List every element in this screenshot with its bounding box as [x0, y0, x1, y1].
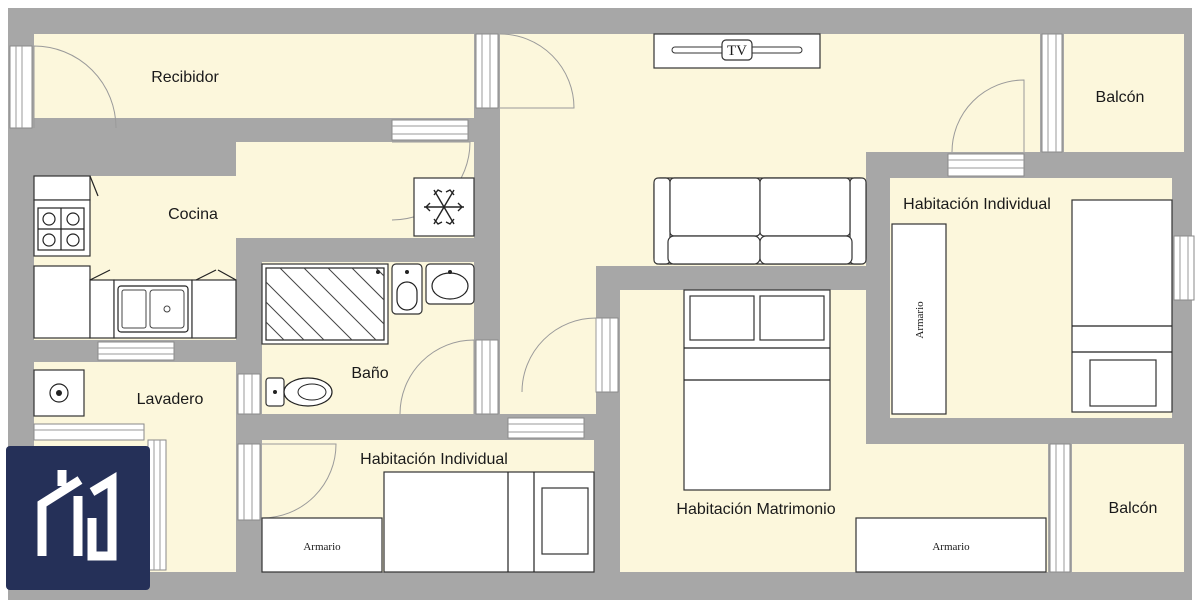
wardrobe-bottom-left: Armario: [261, 517, 383, 573]
wardrobe-label: Armario: [303, 541, 341, 553]
wardrobe-label: Armario: [932, 541, 970, 553]
shower-icon: [261, 263, 389, 345]
room-labels: Recibidor Cocina Lavadero Baño Habitació…: [137, 69, 1158, 518]
room-label-balcon-top: Balcón: [1096, 89, 1145, 106]
wardrobe-label: Armario: [914, 301, 926, 339]
single-bed-right-icon: [1071, 199, 1173, 413]
room-label-bano: Baño: [351, 365, 388, 382]
single-bed-bottom-icon: [383, 471, 595, 573]
windows: [9, 33, 1195, 573]
sink-icon: [425, 263, 475, 305]
tv-unit: TV: [653, 33, 821, 69]
room-label-habitacion-individual-bottom: Habitación Individual: [360, 451, 508, 468]
house-logo-icon: [6, 446, 150, 590]
toilet-icon: [265, 377, 333, 407]
bidet-icon: [391, 263, 423, 315]
room-label-habitacion-individual-right: Habitación Individual: [903, 196, 1051, 213]
room-label-cocina: Cocina: [168, 206, 218, 223]
room-label-recibidor: Recibidor: [151, 69, 219, 86]
double-bed-icon: [683, 289, 831, 491]
wardrobe-right: Armario: [891, 223, 947, 415]
fridge-icon: [413, 177, 475, 237]
tv-label: TV: [727, 43, 747, 59]
sofa: [653, 177, 867, 265]
kitchen-counters: [33, 175, 237, 339]
room-label-habitacion-matrimonio: Habitación Matrimonio: [676, 501, 835, 518]
washing-machine-icon: [33, 369, 85, 417]
wardrobe-matrimonio: Armario: [855, 517, 1047, 573]
door-swings: [33, 33, 1025, 519]
room-label-lavadero: Lavadero: [137, 391, 204, 408]
room-label-balcon-bottom: Balcón: [1109, 500, 1158, 517]
